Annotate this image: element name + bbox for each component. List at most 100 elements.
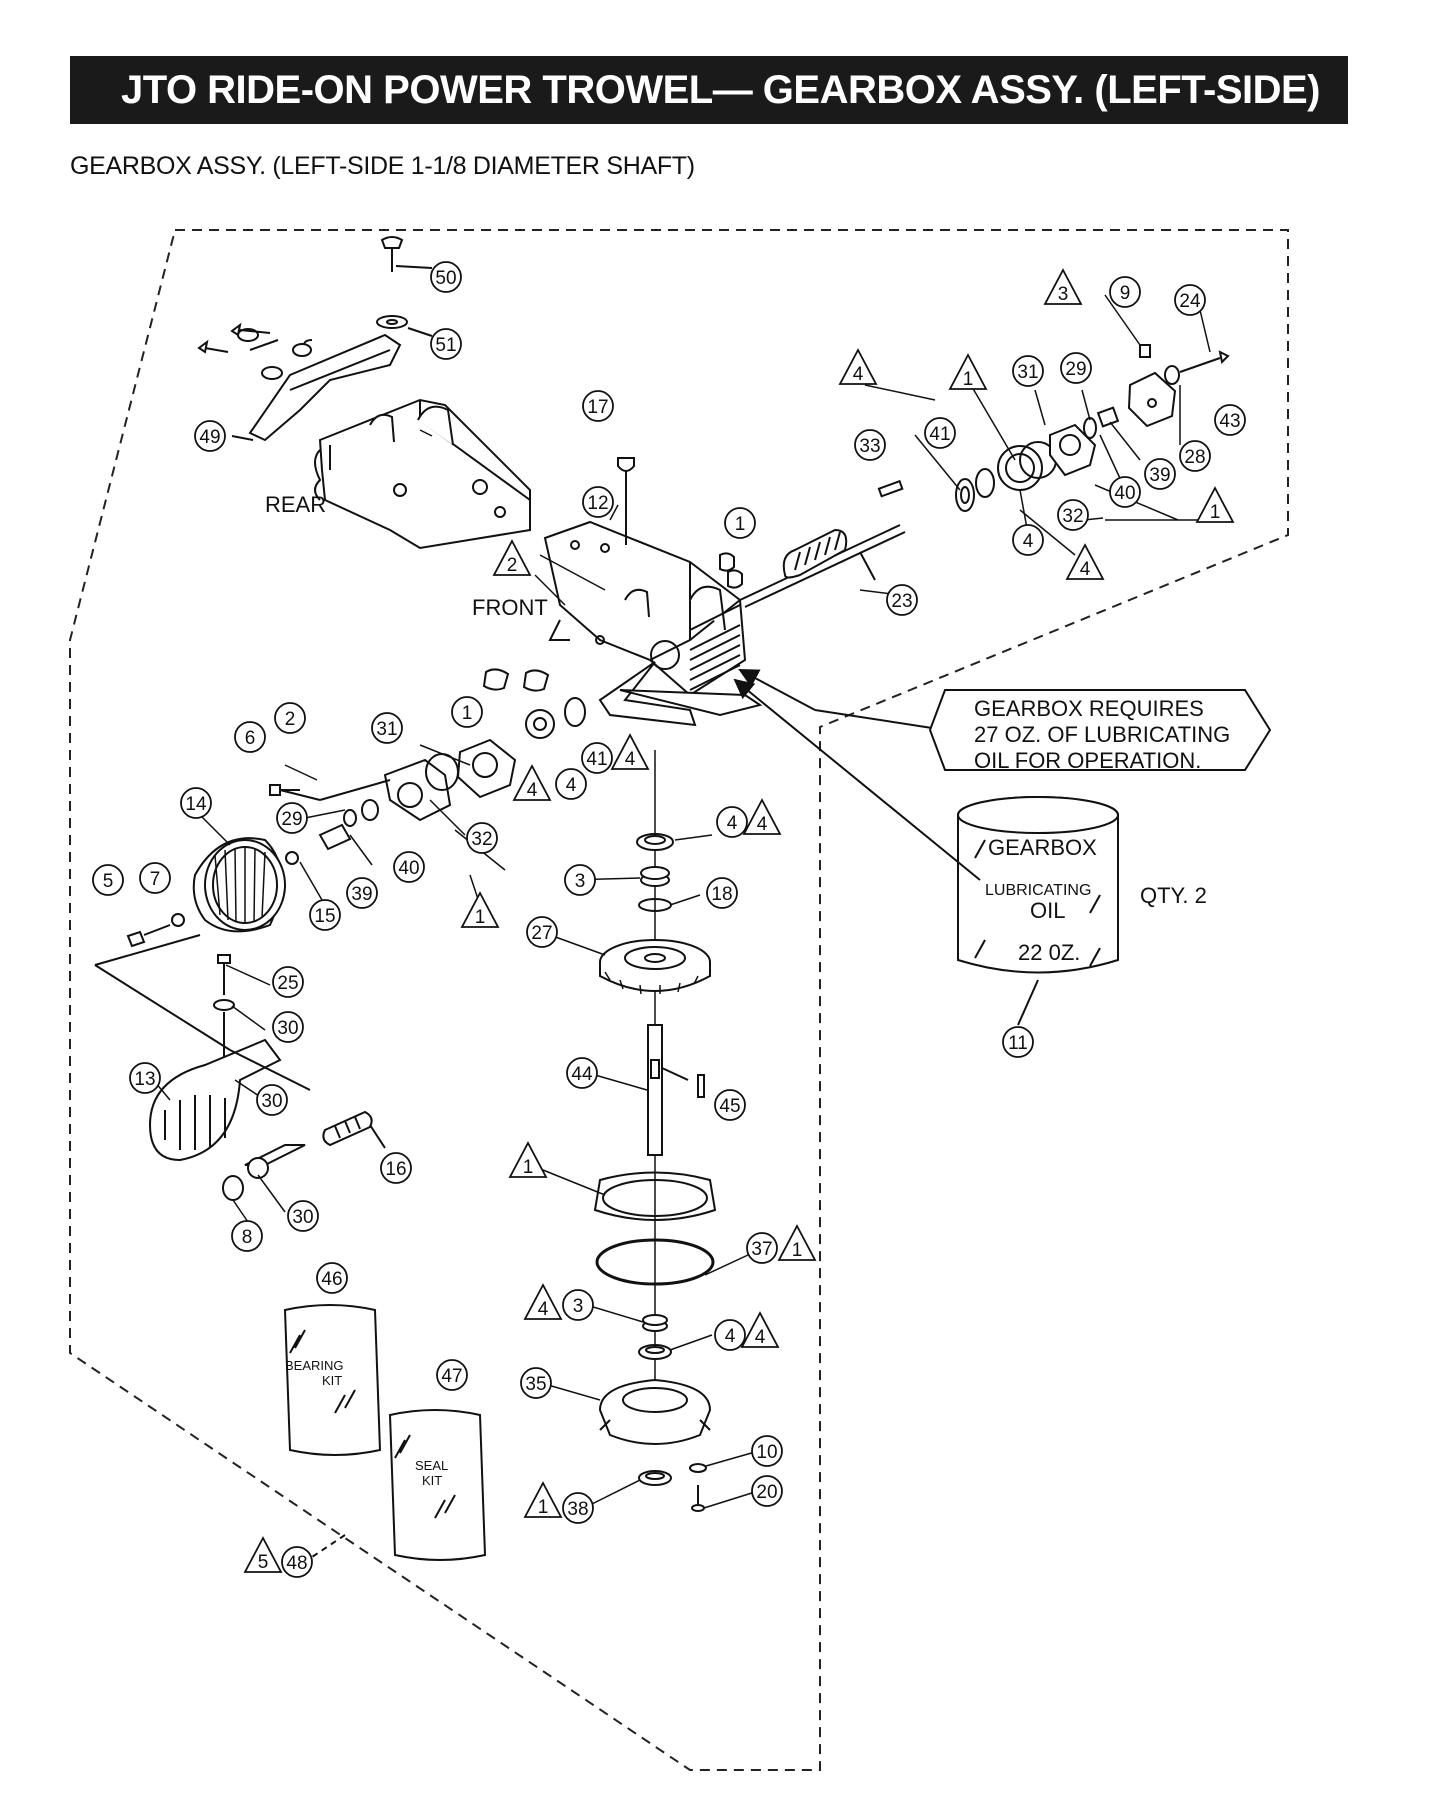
seal-4 bbox=[636, 833, 674, 851]
part-callout-9: 9 bbox=[1109, 276, 1141, 308]
callout-number: 31 bbox=[1017, 362, 1038, 383]
part-callout-40: 40 bbox=[1109, 476, 1141, 508]
note-triangle-3: 3 bbox=[1043, 268, 1083, 305]
callout-line-2: 27 OZ. OF LUBRICATING bbox=[974, 722, 1230, 747]
drum-14 bbox=[192, 837, 286, 933]
note-triangle-1: 1 bbox=[508, 1141, 548, 1178]
part-callout-39: 39 bbox=[1144, 458, 1176, 490]
callout-number: 44 bbox=[571, 1064, 593, 1085]
o-ring-37 bbox=[595, 1238, 715, 1286]
rear-frame bbox=[314, 398, 531, 550]
note-triangle-5: 5 bbox=[243, 1536, 283, 1573]
bolt-6 bbox=[269, 784, 300, 796]
note-triangle-4: 4 bbox=[1065, 543, 1105, 580]
part-callout-14: 14 bbox=[180, 787, 212, 819]
part-callout-43: 43 bbox=[1214, 404, 1246, 436]
note-triangle-1: 1 bbox=[1195, 486, 1235, 523]
can-label-1: GEARBOX bbox=[988, 835, 1097, 860]
note-triangle-4: 4 bbox=[740, 1311, 780, 1348]
plugs-1 bbox=[482, 552, 743, 692]
note-triangle-4: 4 bbox=[512, 764, 552, 801]
callout-number: 31 bbox=[376, 719, 397, 740]
note-triangle-4: 4 bbox=[742, 798, 782, 835]
callout-number: 27 bbox=[531, 923, 552, 944]
callout-number: 47 bbox=[441, 1366, 462, 1387]
callout-number: 9 bbox=[1120, 283, 1131, 304]
callout-number: 35 bbox=[525, 1374, 546, 1395]
can-label-4: 22 0Z. bbox=[1018, 940, 1080, 965]
part-callout-50: 50 bbox=[430, 261, 462, 293]
left-cover-31 bbox=[279, 697, 586, 822]
part-callout-11: 11 bbox=[1002, 1026, 1034, 1058]
part-callout-2: 2 bbox=[274, 702, 306, 734]
leader-lines bbox=[154, 294, 1211, 1509]
guard-13 bbox=[94, 934, 311, 1201]
part-callout-8: 8 bbox=[231, 1220, 263, 1252]
callout-number: 41 bbox=[586, 749, 607, 770]
callout-number: 4 bbox=[527, 780, 538, 801]
part-callout-41: 41 bbox=[924, 417, 956, 449]
callout-number: 20 bbox=[756, 1482, 777, 1503]
callout-number: 4 bbox=[1023, 531, 1034, 552]
callout-number: 4 bbox=[538, 1299, 549, 1320]
callout-number: 46 bbox=[321, 1269, 342, 1290]
callout-number: 1 bbox=[538, 1497, 549, 1518]
callout-number: 16 bbox=[385, 1159, 406, 1180]
callout-number: 4 bbox=[727, 813, 738, 834]
pin-16 bbox=[322, 1110, 386, 1149]
part-callout-32: 32 bbox=[466, 822, 498, 854]
callout-number: 15 bbox=[314, 906, 335, 927]
callout-number: 51 bbox=[435, 335, 456, 356]
callout-number: 14 bbox=[185, 794, 207, 815]
part-callout-32: 32 bbox=[1057, 499, 1089, 531]
callout-box bbox=[928, 689, 1272, 771]
qty-label: QTY. 2 bbox=[1140, 883, 1207, 908]
callout-number: 4 bbox=[1080, 559, 1091, 580]
base-35 bbox=[598, 1378, 712, 1445]
callout-number: 24 bbox=[1179, 291, 1201, 312]
washer-51 bbox=[376, 315, 433, 337]
note-triangle-1: 1 bbox=[777, 1224, 817, 1261]
callout-number: 6 bbox=[245, 728, 256, 749]
callout-number: 4 bbox=[755, 1327, 766, 1348]
callout-number: 50 bbox=[435, 268, 456, 289]
callout-number: 1 bbox=[735, 514, 746, 535]
key-33 bbox=[877, 479, 904, 498]
callout-number: 17 bbox=[587, 397, 608, 418]
part-callout-18: 18 bbox=[706, 877, 738, 909]
key-45 bbox=[697, 1074, 705, 1098]
callout-leader bbox=[814, 709, 946, 731]
part-callout-51: 51 bbox=[430, 328, 462, 360]
can-leader bbox=[733, 678, 981, 881]
callout-number: 3 bbox=[573, 1296, 584, 1317]
page-subtitle: GEARBOX ASSY. (LEFT-SIDE 1-1/8 DIAMETER … bbox=[70, 152, 695, 180]
part-callout-45: 45 bbox=[714, 1089, 746, 1121]
callout-number: 33 bbox=[859, 436, 880, 457]
part-callout-29: 29 bbox=[276, 802, 308, 834]
page-title: JTO RIDE-ON POWER TROWEL— GEARBOX ASSY. … bbox=[70, 56, 1348, 124]
callout-number: 1 bbox=[1210, 502, 1221, 523]
part-callout-5: 5 bbox=[92, 864, 124, 896]
cover-plate-49 bbox=[197, 322, 402, 442]
part-callout-4: 4 bbox=[1012, 524, 1044, 556]
seal-kit-bag bbox=[388, 1409, 487, 1561]
part-callout-4: 4 bbox=[555, 768, 587, 800]
breather-17 bbox=[617, 457, 635, 545]
callout-line-3: OIL FOR OPERATION. bbox=[974, 748, 1201, 773]
callout-number: 30 bbox=[292, 1207, 313, 1228]
callout-number: 38 bbox=[567, 1499, 588, 1520]
part-callout-10: 10 bbox=[751, 1435, 783, 1467]
part-callout-7: 7 bbox=[139, 862, 171, 894]
note-triangle-4: 4 bbox=[838, 348, 878, 385]
callout-number: 40 bbox=[1114, 483, 1135, 504]
bearing-kit-label-1: BEARING bbox=[285, 1358, 344, 1373]
part-callout-13: 13 bbox=[129, 1062, 161, 1094]
part-callout-30: 30 bbox=[256, 1084, 288, 1116]
part-callout-40: 40 bbox=[393, 851, 425, 883]
callout-number: 23 bbox=[891, 591, 912, 612]
part-callout-30: 30 bbox=[287, 1200, 319, 1232]
callout-number: 39 bbox=[351, 884, 372, 905]
note-triangle-4: 4 bbox=[523, 1283, 563, 1320]
callout-number: 11 bbox=[1008, 1033, 1028, 1054]
